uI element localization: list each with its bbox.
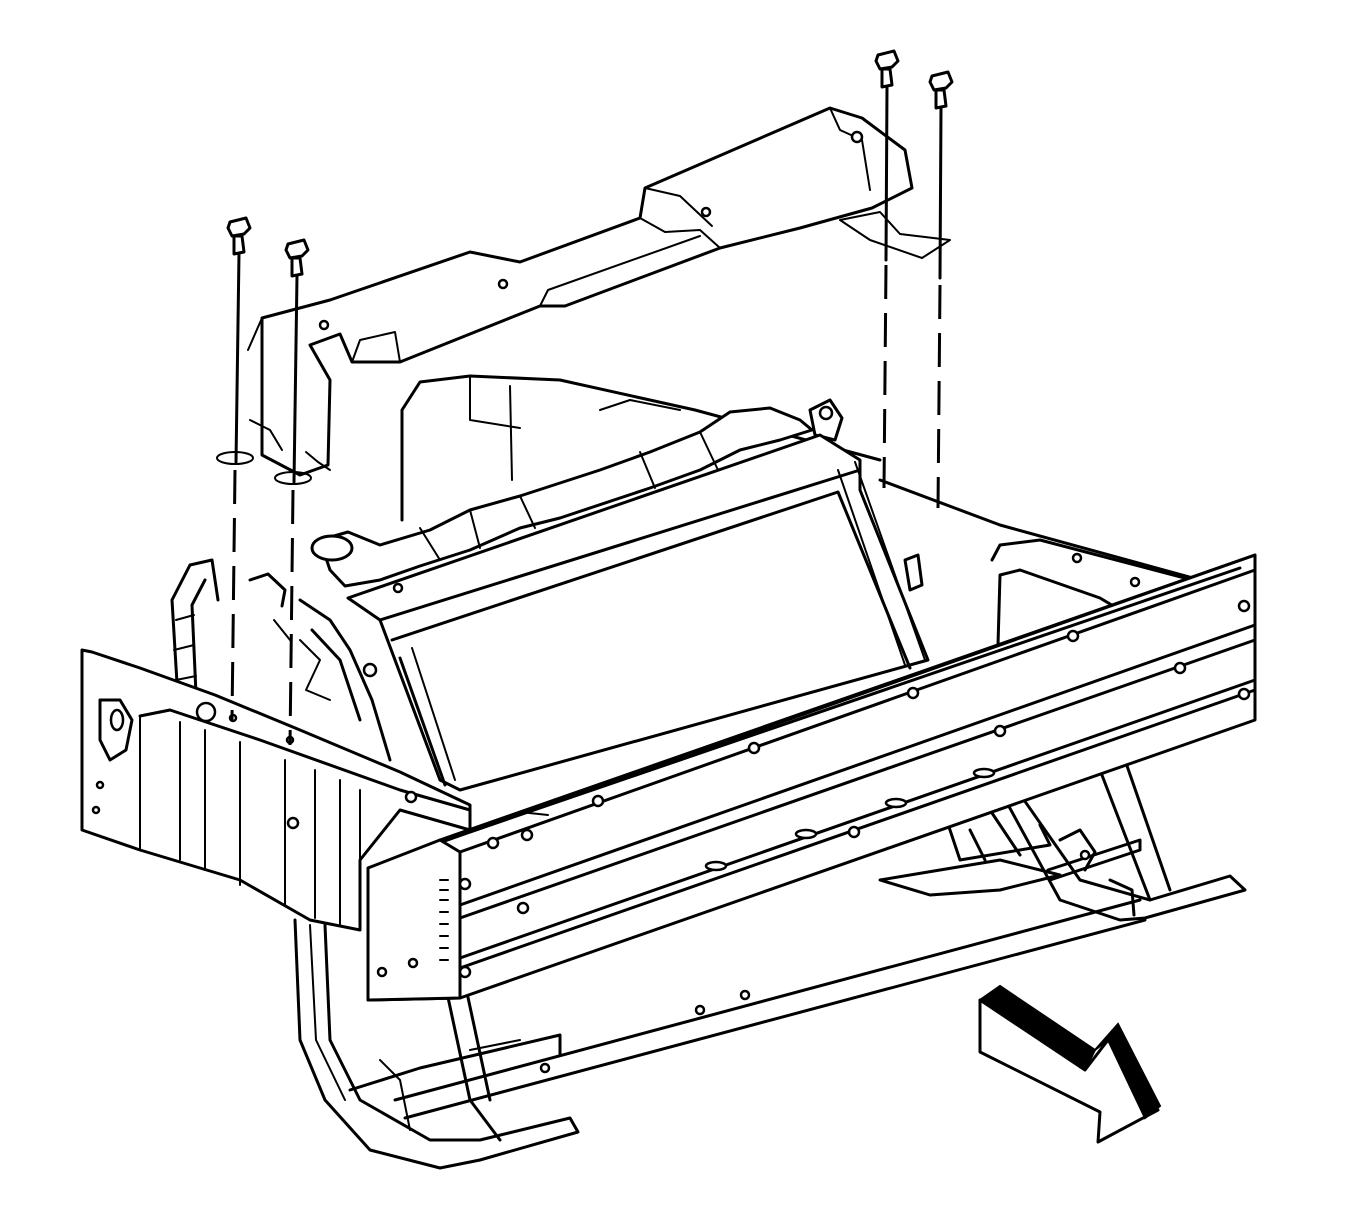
bolt-right-rear	[928, 70, 954, 509]
front-crossmember	[366, 553, 1257, 1002]
wiring-harness	[170, 558, 392, 762]
radiator	[346, 433, 930, 792]
upper-support-bracket	[247, 106, 951, 477]
front-direction-arrow-icon	[978, 984, 1162, 1144]
bolt-left-rear	[274, 238, 312, 746]
left-frame-rail	[80, 648, 472, 932]
radiator-hose	[310, 398, 844, 588]
bolt-left-front	[216, 216, 254, 721]
bolt-right-front	[874, 49, 900, 489]
